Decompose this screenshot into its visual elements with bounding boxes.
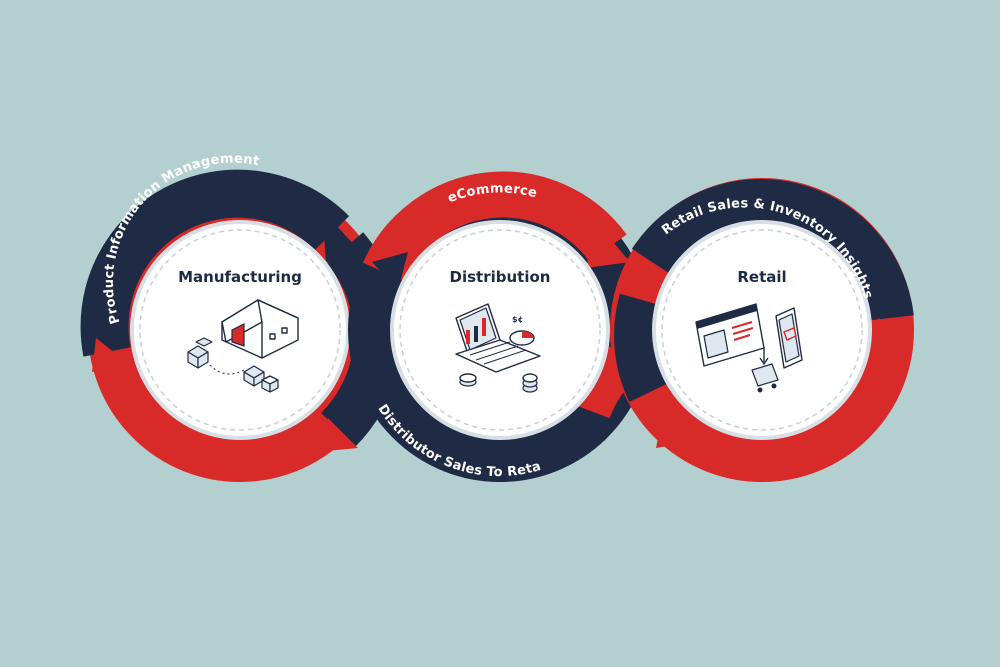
svg-text:$¢: $¢ <box>512 315 523 324</box>
node-title-distribution: Distribution <box>450 268 551 286</box>
shop-browser-cart-icon <box>695 303 803 393</box>
retail-ring: Retail Sales & Inventory Insights Retail <box>610 178 914 482</box>
factory-icon <box>187 299 299 393</box>
laptop-analytics-icon: $¢ <box>455 303 541 393</box>
node-title-retail: Retail <box>737 268 786 286</box>
node-title-manufacturing: Manufacturing <box>178 268 302 286</box>
